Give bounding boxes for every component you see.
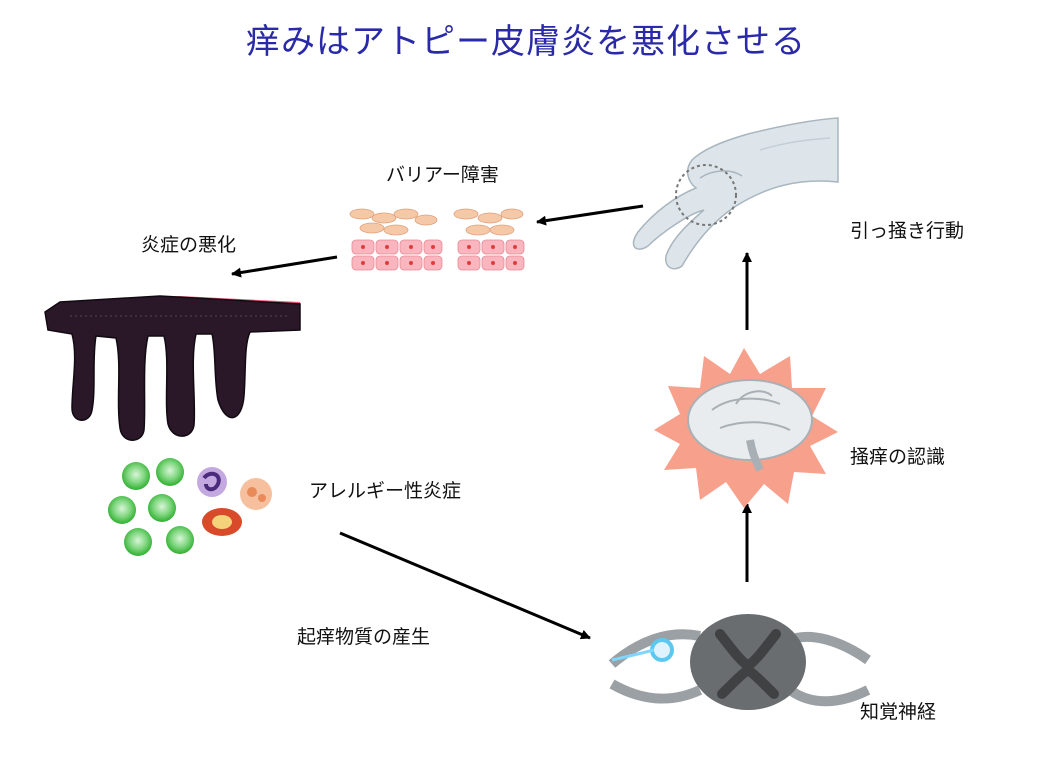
hand-scratching-icon <box>632 117 839 270</box>
immune-cells-icon <box>108 458 272 556</box>
label-inflammation-worse: 炎症の悪化 <box>141 234 237 256</box>
arrow-hand-to-barrier <box>536 204 644 226</box>
thickened-skin-icon <box>44 295 301 441</box>
label-itch-recognition: 掻痒の認識 <box>850 446 946 468</box>
label-sensory-nerve: 知覚神経 <box>860 701 937 723</box>
skin-cells-icon <box>349 208 525 271</box>
label-pruritogen-production: 起痒物質の産生 <box>297 626 431 648</box>
brain-icon <box>654 348 838 508</box>
page-title: 痒みはアトピー皮膚炎を悪化させる <box>246 22 806 62</box>
arrow-allergy-to-nerve <box>339 531 591 640</box>
spinal-cord-icon <box>608 614 871 710</box>
label-allergic-inflammation: アレルギー性炎症 <box>309 480 462 502</box>
label-scratch-behavior: 引っ掻き行動 <box>850 220 965 242</box>
arrow-barrier-to-inflammation <box>231 255 338 278</box>
label-barrier-damage: バリアー障害 <box>386 164 499 186</box>
